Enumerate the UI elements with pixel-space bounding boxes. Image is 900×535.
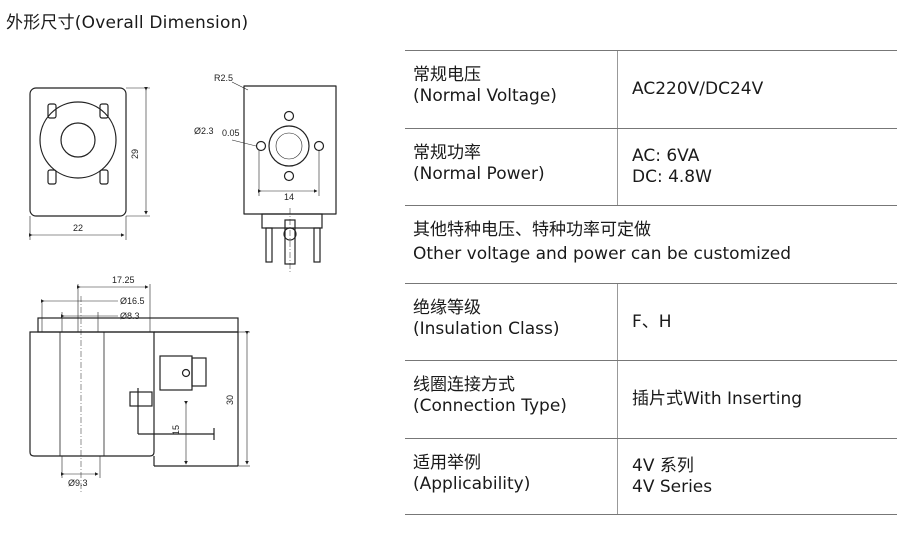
- front-view: [29, 87, 150, 240]
- section-pin-height: 15: [171, 425, 181, 435]
- spec-label-cn: 常规电压: [413, 65, 481, 85]
- section-view: [29, 284, 250, 492]
- spec-value: DC: 4.8W: [632, 167, 712, 187]
- spec-label-en: (Connection Type): [413, 396, 567, 416]
- side-view: [231, 81, 337, 272]
- spec-note-en: Other voltage and power can be customize…: [413, 244, 792, 264]
- spec-value: 插片式With Inserting: [632, 389, 803, 409]
- spec-value: 4V 系列: [632, 455, 694, 476]
- spec-row-power: 常规功率 (Normal Power) AC: 6VA DC: 4.8W: [405, 128, 897, 205]
- spec-row-insulation: 绝缘等级 (Insulation Class) F、H: [405, 283, 897, 360]
- spec-label-cn: 线圈连接方式: [413, 375, 515, 395]
- section-offset: 17.25: [112, 275, 135, 285]
- section-dia-inner: Ø8.3: [120, 311, 140, 321]
- spec-label-en: (Applicability): [413, 474, 531, 494]
- spec-label-en: (Normal Voltage): [413, 86, 557, 106]
- spec-value: AC220V/DC24V: [632, 79, 764, 99]
- spec-note-cn: 其他特种电压、特种功率可定做: [413, 220, 651, 240]
- spec-label-cn: 适用举例: [413, 453, 481, 473]
- spec-label-cn: 常规功率: [413, 143, 481, 163]
- spec-row-voltage: 常规电压 (Normal Voltage) AC220V/DC24V: [405, 50, 897, 128]
- spec-row-applicability: 适用举例 (Applicability) 4V 系列 4V Series: [405, 438, 897, 515]
- spec-value: 4V Series: [632, 476, 713, 497]
- spec-table: 常规电压 (Normal Voltage) AC220V/DC24V 常规功率 …: [405, 50, 897, 515]
- spec-label-en: (Insulation Class): [413, 319, 560, 339]
- spec-value: F、H: [632, 311, 672, 332]
- front-width-dim: 22: [73, 223, 83, 233]
- spec-row-connection: 线圈连接方式 (Connection Type) 插片式With Inserti…: [405, 360, 897, 438]
- side-pin-pitch: 14: [284, 192, 294, 202]
- spec-row-custom: 其他特种电压、特种功率可定做 Other voltage and power c…: [405, 205, 897, 283]
- spec-value: AC: 6VA: [632, 146, 700, 166]
- front-height-dim: 29: [130, 149, 140, 159]
- side-radius: R2.5: [214, 73, 233, 83]
- spec-label-cn: 绝缘等级: [413, 298, 481, 318]
- spec-label-en: (Normal Power): [413, 164, 545, 184]
- side-hole-tol: 0.05: [222, 128, 240, 138]
- section-dia-bottom: Ø9.3: [68, 478, 88, 488]
- section-height-total: 30: [225, 395, 235, 405]
- side-hole-dia: Ø2.3: [194, 126, 214, 136]
- dimension-drawing: 29 22 R2.5 Ø2.3 0.05 14: [29, 73, 337, 492]
- page-title: 外形尺寸(Overall Dimension): [6, 13, 249, 33]
- section-dia-outer: Ø16.5: [120, 296, 145, 306]
